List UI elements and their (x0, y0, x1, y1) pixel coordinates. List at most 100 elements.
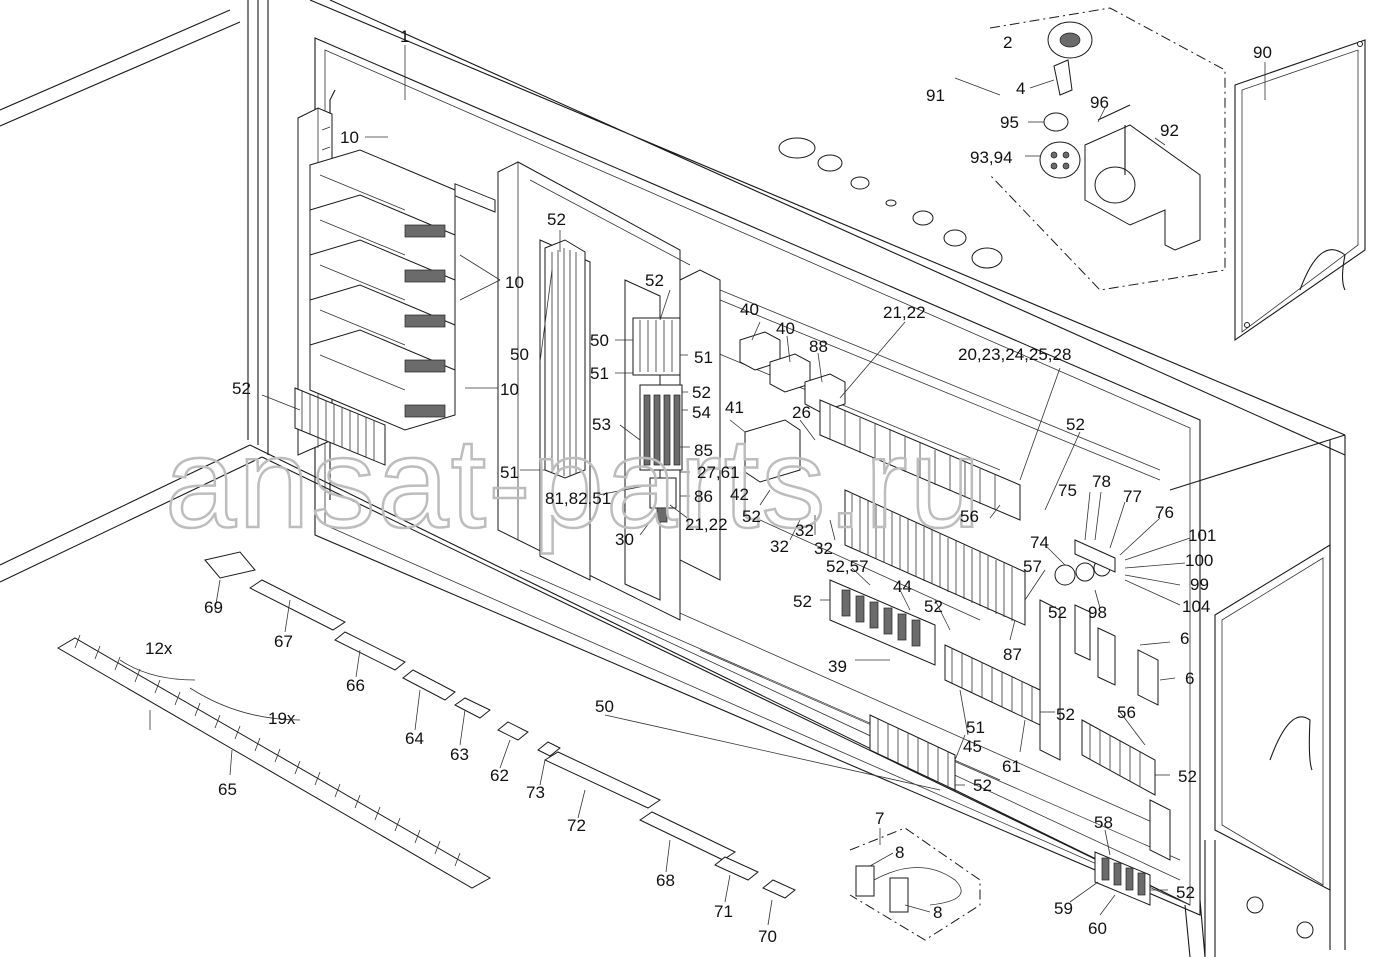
label-8: 8 (895, 843, 904, 862)
label-44: 44 (893, 577, 912, 596)
label-40: 40 (776, 319, 795, 338)
label-88: 88 (809, 337, 828, 356)
label-26: 26 (792, 403, 811, 422)
label-50: 50 (510, 345, 529, 364)
label-21-22: 21,22 (685, 515, 728, 534)
label-99: 99 (1190, 575, 1209, 594)
label-52: 52 (547, 210, 566, 229)
terminal-row-56-lower (1081, 719, 1156, 796)
label-50: 50 (590, 331, 609, 350)
label-92: 92 (1160, 121, 1179, 140)
label-65: 65 (218, 780, 237, 799)
leader-lines (149, 45, 1266, 926)
label-30: 30 (615, 530, 634, 549)
terminal-row-50-lower (869, 714, 956, 791)
label-56: 56 (960, 507, 979, 526)
label-54: 54 (692, 403, 711, 422)
label-10: 10 (340, 128, 359, 147)
label-32: 32 (770, 537, 789, 556)
label-93-94: 93,94 (970, 148, 1013, 167)
label-58: 58 (1094, 813, 1113, 832)
label-64: 64 (405, 729, 424, 748)
label-69: 69 (204, 598, 223, 617)
label-51: 51 (590, 364, 609, 383)
label-39: 39 (828, 657, 847, 676)
label-51: 51 (966, 718, 985, 737)
breaker-handles (404, 224, 446, 418)
connector-assembly (989, 7, 1226, 291)
label-61: 61 (1002, 757, 1021, 776)
loose-parts (204, 551, 796, 899)
label-81-82-51: 81,82,51 (545, 489, 611, 508)
label-6: 6 (1185, 669, 1194, 688)
label-1: 1 (400, 27, 409, 46)
label-76: 76 (1155, 503, 1174, 522)
door-panel (1234, 39, 1366, 342)
label-10: 10 (500, 380, 519, 399)
breaker-stack (309, 149, 456, 431)
label-41: 41 (725, 398, 744, 417)
label-52: 52 (1048, 603, 1067, 622)
terminals-6 (1074, 604, 1159, 706)
label-21-22: 21,22 (883, 303, 926, 322)
label-75: 75 (1058, 481, 1077, 500)
label-62: 62 (490, 766, 509, 785)
watermark: ansat-parts.ru (165, 412, 983, 555)
label-104: 104 (1182, 597, 1210, 616)
label-52: 52 (1066, 415, 1085, 434)
part-labels: 1 2 4 6 6 7 8 8 10 10 10 12x 19x 20,23,2… (145, 27, 1272, 946)
relay-block-lower (639, 384, 683, 523)
label-45: 45 (963, 737, 982, 756)
label-52: 52 (793, 592, 812, 611)
label-32: 32 (814, 539, 833, 558)
label-53: 53 (592, 415, 611, 434)
label-68: 68 (656, 871, 675, 890)
label-63: 63 (450, 745, 469, 764)
label-42: 42 (730, 485, 749, 504)
label-7: 7 (875, 809, 884, 828)
label-2: 2 (1003, 33, 1012, 52)
label-56: 56 (1117, 703, 1136, 722)
label-59: 59 (1054, 899, 1073, 918)
label-52: 52 (232, 379, 251, 398)
label-90: 90 (1253, 43, 1272, 62)
label-85: 85 (694, 441, 713, 460)
label-86: 86 (694, 487, 713, 506)
relay-group-58 (1094, 851, 1151, 906)
label-52: 52 (1178, 767, 1197, 786)
label-74: 74 (1030, 533, 1049, 552)
label-52: 52 (1176, 883, 1195, 902)
label-91: 91 (926, 86, 945, 105)
label-52: 52 (645, 271, 664, 290)
loose-strip-65 (57, 634, 492, 889)
label-51: 51 (500, 463, 519, 482)
label-52: 52 (742, 507, 761, 526)
label-20-23-24-25-28: 20,23,24,25,28 (958, 345, 1071, 364)
label-52: 52 (692, 383, 711, 402)
label-51: 51 (694, 348, 713, 367)
label-66: 66 (346, 676, 365, 695)
label-12x: 12x (145, 639, 173, 658)
label-52: 52 (924, 597, 943, 616)
relay-block-upper (632, 317, 681, 376)
label-52-57: 52,57 (826, 557, 869, 576)
label-32: 32 (795, 521, 814, 540)
label-77: 77 (1123, 487, 1142, 506)
label-52: 52 (1056, 705, 1075, 724)
label-72: 72 (567, 816, 586, 835)
label-19x: 19x (268, 709, 296, 728)
label-96: 96 (1090, 93, 1109, 112)
label-50: 50 (595, 697, 614, 716)
label-6: 6 (1180, 629, 1189, 648)
label-8: 8 (933, 903, 942, 922)
label-71: 71 (714, 902, 733, 921)
terminal-row-45 (944, 644, 1041, 726)
din-rail-lower-left (294, 387, 386, 466)
label-27-61: 27,61 (697, 463, 740, 482)
label-87: 87 (1003, 645, 1022, 664)
label-70: 70 (758, 927, 777, 946)
label-57: 57 (1023, 557, 1042, 576)
din-rail-middle (844, 489, 1026, 626)
label-40: 40 (740, 300, 759, 319)
